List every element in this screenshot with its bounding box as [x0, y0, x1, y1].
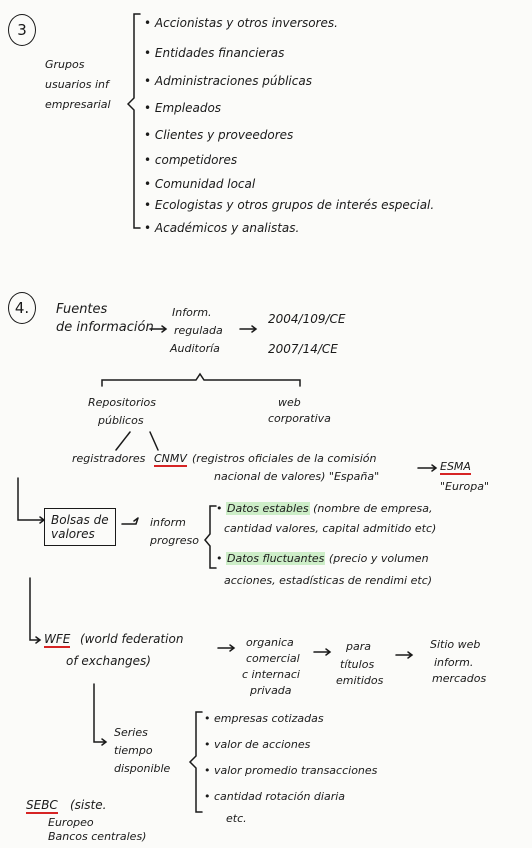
- sitio-line2: inform.: [434, 656, 474, 669]
- arrow-para: [313, 648, 332, 656]
- sebc-label: SEBC: [26, 798, 58, 814]
- datos-estables-line1: • Datos estables (nombre de empresa,: [216, 502, 433, 515]
- users-label-line2: usuarios inf: [45, 78, 109, 91]
- series-item: • valor promedio transacciones: [204, 764, 378, 777]
- list-item: • Clientes y proveedores: [144, 128, 294, 142]
- series-line1: Series: [114, 726, 148, 739]
- fuentes-line1: Fuentes: [56, 302, 108, 317]
- datos-estables-highlight: Datos estables: [226, 502, 310, 515]
- para-line1: para: [346, 640, 371, 653]
- list-item: • Empleados: [144, 101, 222, 115]
- web-line1: web: [278, 396, 301, 409]
- list-item: • Académicos y analistas.: [144, 221, 300, 235]
- para-line2: títulos: [340, 658, 375, 671]
- list-item: • Administraciones públicas: [144, 74, 312, 88]
- inform-line1: Inform.: [172, 306, 212, 319]
- brace-series: [188, 711, 203, 813]
- inform-line2: regulada: [174, 324, 223, 337]
- datos-fluctuantes-rest: (precio y volumen: [328, 552, 429, 565]
- brace-section3: [126, 13, 141, 229]
- series-item: • empresas cotizadas: [204, 712, 324, 725]
- repos-line2: públicos: [98, 414, 144, 427]
- bolsas-box: Bolsas de valores: [44, 508, 116, 546]
- series-item-etc: etc.: [226, 812, 247, 825]
- series-line2: tiempo: [114, 744, 153, 757]
- datos-fluctuantes-line2: acciones, estadísticas de rendimi etc): [224, 574, 433, 587]
- inform-progreso-line1: inform: [150, 516, 186, 529]
- sitio-line3: mercados: [432, 672, 487, 685]
- web-line2: corporativa: [268, 412, 331, 425]
- sitio-line1: Sitio web: [430, 638, 481, 651]
- sebc-desc-line2: Europeo: [48, 816, 94, 829]
- brace-repos: [101, 372, 301, 387]
- series-item: • cantidad rotación diaria: [204, 790, 346, 803]
- para-line3: emitidos: [336, 674, 384, 687]
- directive-2: 2007/14/CE: [268, 342, 338, 356]
- list-item: • Accionistas y otros inversores.: [144, 16, 338, 30]
- arrow-series: [93, 683, 108, 746]
- datos-fluctuantes-line1: • Datos fluctuantes (precio y volumen: [216, 552, 429, 565]
- arrow-inform: [239, 325, 258, 333]
- inform-line3: Auditoría: [170, 342, 220, 355]
- section-3-number: 3: [8, 14, 36, 46]
- arrow-bolsas: [17, 477, 46, 524]
- list-item: • Entidades financieras: [144, 46, 285, 60]
- users-label-line3: empresarial: [45, 98, 111, 111]
- organica-line4: privada: [250, 684, 292, 697]
- cnmv-label: CNMV: [154, 452, 187, 467]
- organica-line2: comercial: [246, 652, 300, 665]
- repos-line1: Repositorios: [88, 396, 156, 409]
- organica-line1: organica: [246, 636, 294, 649]
- users-label-line1: Grupos: [45, 58, 85, 71]
- fuentes-line2: de información: [56, 320, 154, 335]
- wfe-label: WFE: [44, 632, 71, 648]
- bolsas-line2: valores: [51, 527, 95, 541]
- arrow-wfe: [29, 577, 42, 644]
- list-item: • Comunidad local: [144, 177, 256, 191]
- europa-label: "Europa": [440, 480, 490, 493]
- list-item: • competidores: [144, 153, 238, 167]
- wfe-desc-line2: of exchanges): [66, 654, 151, 668]
- esma-label: ESMA: [440, 460, 471, 475]
- split-lines: [115, 431, 159, 451]
- arrow-progreso: [121, 517, 139, 525]
- datos-estables-line2: cantidad valores, capital admitido etc): [224, 522, 437, 535]
- sebc-desc-line3: Bancos centrales): [48, 830, 147, 843]
- brace-datos: [204, 505, 217, 569]
- bolsas-line1: Bolsas de: [51, 513, 109, 527]
- inform-progreso-line2: progreso: [150, 534, 199, 547]
- wfe-desc-line1: (world federation: [80, 632, 184, 646]
- series-line3: disponible: [114, 762, 171, 775]
- datos-fluctuantes-highlight: Datos fluctuantes: [226, 552, 326, 565]
- arrow-esma: [417, 464, 438, 472]
- directive-1: 2004/109/CE: [268, 312, 346, 326]
- sebc-desc-line1: (siste.: [70, 798, 107, 812]
- series-item: • valor de acciones: [204, 738, 311, 751]
- section-4-number: 4.: [8, 292, 36, 324]
- cnmv-desc-line1: (registros oficiales de la comisión: [192, 452, 377, 465]
- registradores-label: registradores: [72, 452, 146, 465]
- organica-line3: c internaci: [242, 668, 300, 681]
- cnmv-desc-line2: nacional de valores) "España": [214, 470, 380, 483]
- arrow-organica: [217, 644, 236, 652]
- list-item: • Ecologistas y otros grupos de interés …: [144, 198, 435, 212]
- datos-estables-rest: (nombre de empresa,: [313, 502, 433, 515]
- arrow-fuentes: [149, 325, 168, 333]
- arrow-sitio: [395, 651, 414, 659]
